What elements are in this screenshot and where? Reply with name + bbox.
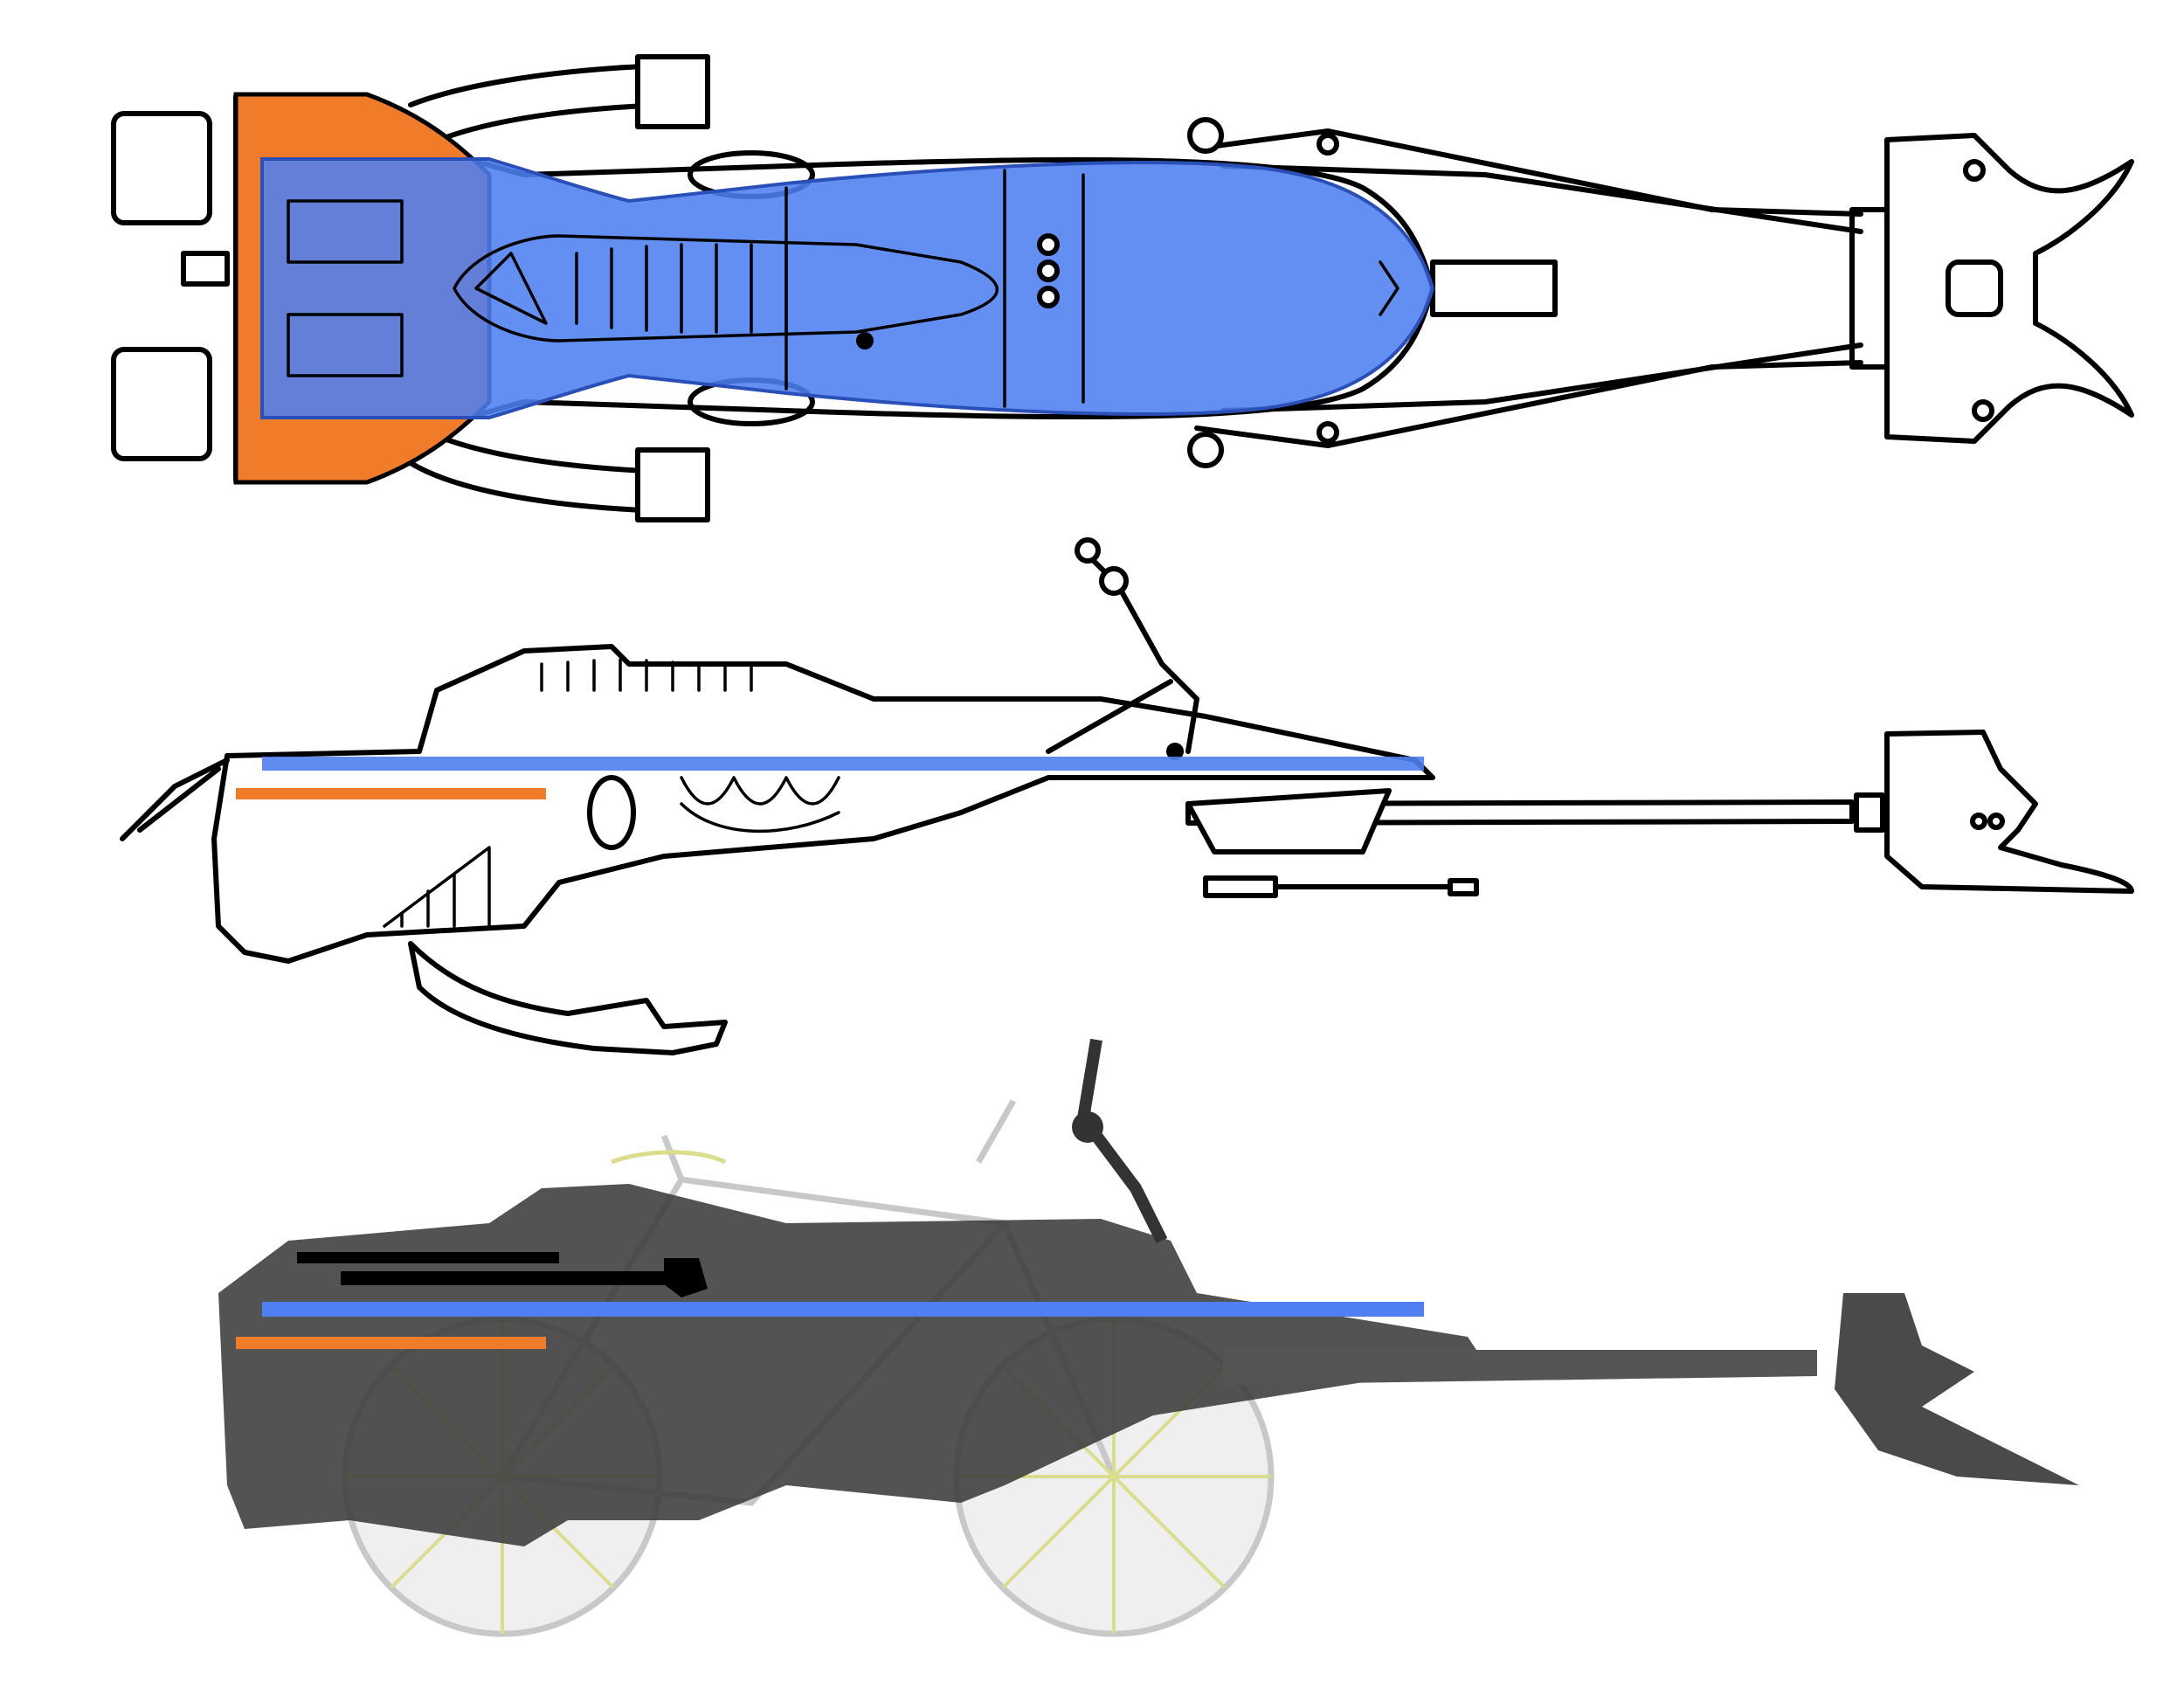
- top-knob-3: [1317, 133, 1339, 156]
- top-button-1: [1037, 233, 1060, 256]
- photo-boom: [1223, 1350, 1817, 1385]
- side-exhaust-port: [587, 775, 636, 850]
- side-orange-pod-line: [236, 788, 546, 799]
- top-blue-cockpit-overlay: [260, 157, 1435, 419]
- top-rear-engine-upper: [111, 111, 212, 225]
- top-front-vane: [1884, 133, 2134, 444]
- top-knob-2: [1187, 432, 1224, 468]
- side-foot-pedal: [408, 941, 728, 1055]
- side-handlebar-pivot: [1166, 743, 1184, 760]
- photo-view: [218, 1038, 2079, 1637]
- top-vane-dot-2: [1972, 399, 1994, 422]
- top-pedal-upper: [635, 54, 710, 129]
- side-handlebar-joint: [1099, 566, 1129, 596]
- top-rear-engine-lower: [111, 347, 212, 461]
- top-rear-grilles: [287, 199, 404, 377]
- side-view: [120, 537, 2134, 1055]
- side-handlebar-strut: [1046, 679, 1173, 754]
- top-button-4: [856, 332, 874, 349]
- top-nose-mark: [1379, 260, 1400, 316]
- top-seat-tip: [474, 252, 548, 325]
- side-lower-ribs: [383, 846, 491, 928]
- top-fork-upper: [1194, 128, 1863, 217]
- top-vane-dot-1: [1963, 159, 1986, 182]
- photo-handlebar-joint: [1072, 1111, 1103, 1143]
- top-button-2: [1037, 259, 1060, 282]
- top-seat-ribs: [575, 243, 788, 334]
- side-rear-fin-inner: [137, 766, 221, 833]
- side-vane-dot-2: [1987, 813, 2005, 830]
- top-cockpit-seams: [784, 169, 1085, 408]
- side-rear-hull: [211, 644, 1435, 964]
- side-engine-coil-1: [680, 776, 840, 806]
- side-vane-dot-1: [1970, 813, 1987, 830]
- side-seat-ridges: [540, 658, 753, 692]
- photo-black-bar-end: [664, 1258, 708, 1297]
- photo-blue-seat-line: [262, 1302, 1424, 1317]
- bicycle-saddle: [611, 1150, 727, 1165]
- top-pedal-lower: [635, 447, 710, 522]
- photo-black-bar-lower: [341, 1271, 673, 1285]
- top-seat-outline: [453, 234, 999, 342]
- side-handlebar-top: [1075, 537, 1101, 564]
- side-cannon-tip: [1448, 878, 1479, 896]
- photo-handlebar: [1076, 1038, 1168, 1244]
- top-rear-stub: [181, 251, 230, 287]
- top-fork-lower: [1194, 360, 1863, 448]
- side-engine-coil-2: [680, 802, 840, 834]
- photo-front-vane: [1835, 1293, 2079, 1485]
- side-cannon-body: [1203, 875, 1278, 898]
- top-vane-hub: [1946, 259, 2003, 317]
- photo-black-bar-upper: [297, 1252, 559, 1263]
- side-rear-fin: [120, 758, 230, 841]
- top-view: [111, 54, 2134, 522]
- top-knob-4: [1317, 421, 1339, 444]
- side-fork-block: [1185, 788, 1392, 854]
- top-central-rod: [1430, 259, 1558, 317]
- side-blue-seat-line: [262, 757, 1424, 771]
- top-fork-inner-upper: [1220, 163, 1863, 234]
- top-knob-1: [1187, 117, 1224, 154]
- side-vane-mount: [1854, 792, 1885, 833]
- top-fork-inner-lower: [1220, 342, 1863, 413]
- top-vane-mount: [1849, 207, 1890, 370]
- photo-orange-pod-line: [236, 1337, 546, 1349]
- side-front-vane: [1884, 730, 2134, 894]
- top-button-3: [1037, 286, 1060, 308]
